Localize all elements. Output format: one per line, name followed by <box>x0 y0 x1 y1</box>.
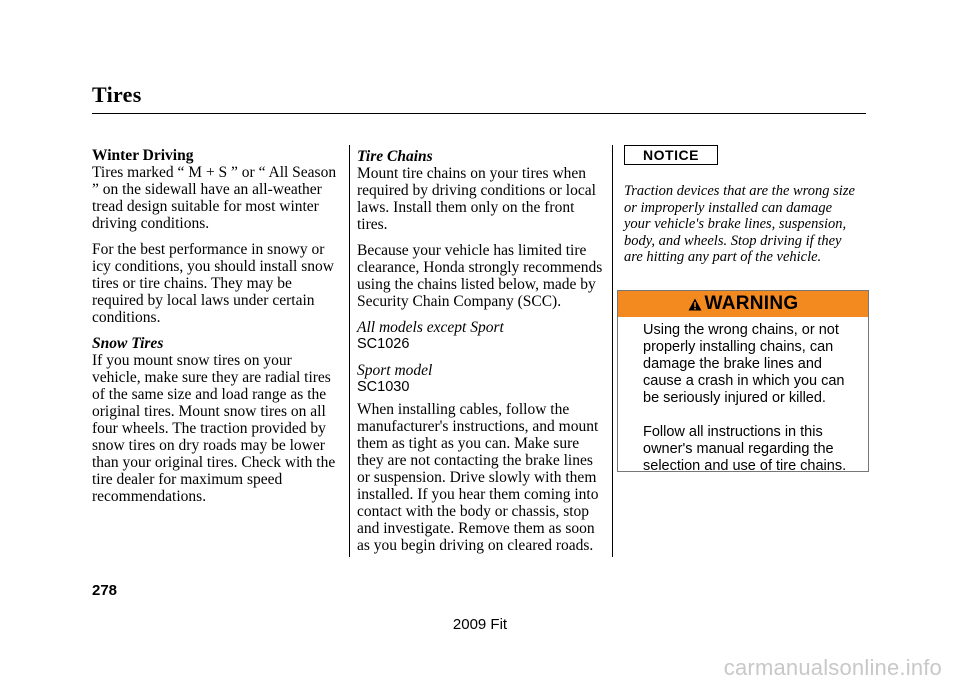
header-divider <box>92 113 866 114</box>
watermark: carmanualsonline.info <box>723 655 942 680</box>
warning-triangle-icon <box>688 298 702 310</box>
warning-box: WARNING Using the wrong chains, or not p… <box>617 290 869 475</box>
footer-model: 2009 Fit <box>452 616 508 633</box>
warning-header-bar: WARNING <box>618 291 868 317</box>
left-column: Winter Driving Tires marked “ M + S ” or… <box>92 147 344 505</box>
paragraph-snow-tires: If you mount snow tires on your vehicle,… <box>92 352 336 505</box>
section-heading-winter-driving: Winter Driving <box>92 147 194 164</box>
page-number: 278 <box>92 582 118 599</box>
paragraph-best-performance: For the best performance in snowy or icy… <box>92 241 334 326</box>
chain-code-sc1030: SC1030 <box>357 379 410 395</box>
warning-text-instructions: Follow all instructions in this owner's … <box>643 424 847 474</box>
notice-badge: NOTICE <box>624 145 718 165</box>
warning-label: WARNING <box>704 293 799 314</box>
warning-text-chains: Using the wrong chains, or not properly … <box>643 322 845 406</box>
paragraph-installing-cables: When installing cables, follow the manuf… <box>357 401 599 554</box>
right-column: NOTICE Traction devices that are the wro… <box>624 145 869 266</box>
model-label-sport: Sport model <box>357 362 433 379</box>
middle-column: Tire Chains Mount tire chains on your ti… <box>357 148 605 554</box>
model-label-all-except-sport: All models except Sport <box>357 319 504 336</box>
column-divider-right <box>612 145 613 557</box>
notice-text: Traction devices that are the wrong size… <box>624 183 855 265</box>
page-title: Tires <box>92 82 142 107</box>
warning-body: Using the wrong chains, or not properly … <box>618 317 868 475</box>
subheading-snow-tires: Snow Tires <box>92 335 164 352</box>
paragraph-limited-clearance: Because your vehicle has limited tire cl… <box>357 242 603 310</box>
paragraph-tire-marking: Tires marked “ M + S ” or “ All Season ”… <box>92 164 337 232</box>
subheading-tire-chains: Tire Chains <box>357 148 433 165</box>
chain-code-sc1026: SC1026 <box>357 336 410 352</box>
column-divider-left <box>349 145 350 557</box>
paragraph-mount-chains: Mount tire chains on your tires when req… <box>357 165 596 233</box>
